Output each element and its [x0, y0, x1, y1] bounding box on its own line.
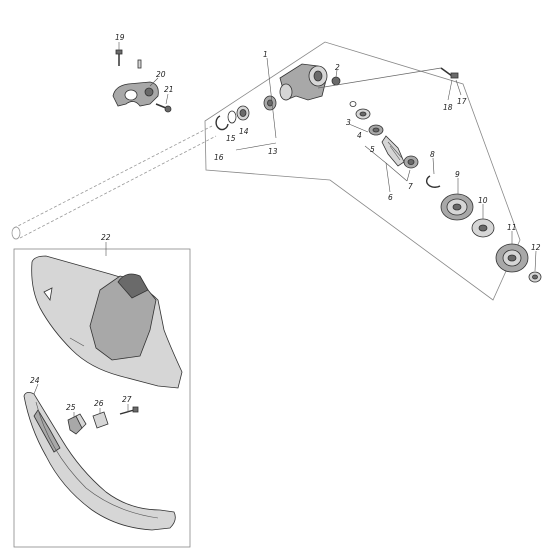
bearing-part-14	[236, 105, 250, 121]
long-bolt-part-17-18	[317, 67, 459, 89]
label-16: 16	[214, 153, 224, 162]
part-labels: 1 2 3 4 5 6 7 8 9 10 11 12 13 14 15 16 1…	[30, 33, 541, 412]
washer-part-10	[471, 218, 495, 238]
bearing-part-5	[368, 124, 384, 136]
label-13: 13	[268, 147, 278, 156]
label-17: 17	[457, 97, 467, 106]
guard-kit-frame	[13, 248, 191, 548]
gear-head-part-1	[279, 63, 328, 101]
pin-part	[137, 59, 142, 69]
label-6: 6	[388, 193, 393, 202]
label-11: 11	[507, 223, 517, 232]
label-21: 21	[164, 85, 174, 94]
handle-bracket-part-20	[112, 81, 159, 107]
bolt-part-21	[155, 103, 172, 113]
cup-part-11	[495, 243, 529, 273]
cutter-part-25	[67, 413, 87, 435]
screw-part-27	[119, 406, 139, 415]
blade-plate-part-26	[92, 411, 109, 429]
circlip-part-8	[425, 175, 441, 188]
label-25: 25	[66, 403, 76, 412]
ring-part-15	[227, 110, 237, 124]
circlip-part-16	[215, 115, 229, 131]
label-27: 27	[122, 395, 132, 404]
spindle-part-6	[381, 135, 405, 167]
label-24: 24	[30, 376, 40, 385]
label-7: 7	[408, 182, 413, 191]
nut-part-12	[528, 271, 542, 283]
label-5: 5	[370, 145, 375, 154]
label-12: 12	[531, 243, 541, 252]
label-20: 20	[156, 70, 166, 79]
drive-shaft-tube	[11, 125, 217, 240]
label-8: 8	[430, 150, 435, 159]
label-18: 18	[443, 103, 453, 112]
washer-part-3	[349, 101, 357, 107]
screw-part-19	[115, 49, 123, 66]
guard-extension-part-24	[23, 392, 176, 531]
label-26: 26	[94, 399, 104, 408]
label-3: 3	[346, 118, 351, 127]
label-15: 15	[226, 134, 236, 143]
leader-lines	[33, 42, 537, 418]
label-9: 9	[455, 170, 460, 179]
label-10: 10	[478, 196, 488, 205]
label-4: 4	[357, 131, 362, 140]
guard-part-22	[31, 255, 183, 389]
label-19: 19	[115, 33, 125, 42]
label-1: 1	[263, 50, 268, 59]
nut-part-2	[331, 76, 341, 86]
bearing-part-7	[403, 155, 419, 169]
label-2: 2	[335, 63, 340, 72]
bearing-part-4	[355, 108, 371, 120]
blade-holder-part-9	[440, 193, 474, 221]
bearing-part-13	[263, 95, 277, 111]
label-14: 14	[239, 127, 249, 136]
label-22: 22	[101, 233, 111, 242]
